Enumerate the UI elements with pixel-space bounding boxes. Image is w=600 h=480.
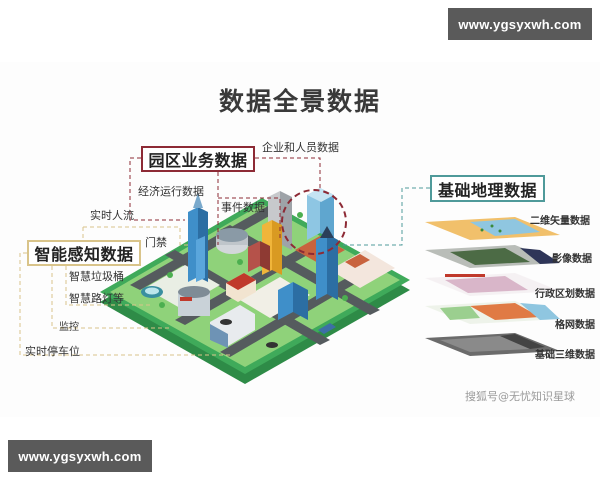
watermark-top: www.ygsyxwh.com bbox=[448, 8, 592, 40]
layer-imagery bbox=[425, 245, 560, 268]
label-enterprise-personnel: 企业和人员数据 bbox=[262, 141, 339, 154]
label-realtime-parking: 实时停车位 bbox=[25, 345, 80, 358]
label-smart-trash-bin: 智慧垃圾桶 bbox=[69, 270, 124, 283]
label-3d-base: 基础三维数据 bbox=[535, 350, 595, 361]
highlight-circle bbox=[281, 189, 347, 255]
label-2d-vector: 二维矢量数据 bbox=[530, 216, 590, 227]
smart-sensing-data-box: 智能感知数据 bbox=[27, 240, 141, 266]
layer-vector bbox=[425, 217, 560, 240]
label-economic-operation: 经济运行数据 bbox=[138, 185, 204, 198]
source-credit: 搜狐号@无忧知识星球 bbox=[465, 390, 575, 403]
label-realtime-people-flow: 实时人流 bbox=[90, 209, 134, 222]
label-grid: 格网数据 bbox=[555, 320, 595, 331]
label-admin-division: 行政区划数据 bbox=[535, 289, 595, 300]
diagram-title: 数据全景数据 bbox=[218, 87, 381, 116]
layer-grid bbox=[425, 301, 560, 324]
layer-admin bbox=[425, 273, 560, 296]
watermark-bottom: www.ygsyxwh.com bbox=[8, 440, 152, 472]
label-event-data: 事件数据 bbox=[221, 201, 265, 214]
label-access-control: 门禁 bbox=[145, 236, 167, 249]
layer-3d bbox=[425, 333, 560, 356]
label-surveillance: 监控 bbox=[59, 322, 79, 333]
geo-base-data-box: 基础地理数据 bbox=[430, 175, 545, 202]
park-business-data-box: 园区业务数据 bbox=[141, 146, 255, 172]
label-imagery: 影像数据 bbox=[552, 254, 592, 265]
label-smart-street-light: 智慧路灯等 bbox=[69, 292, 124, 305]
